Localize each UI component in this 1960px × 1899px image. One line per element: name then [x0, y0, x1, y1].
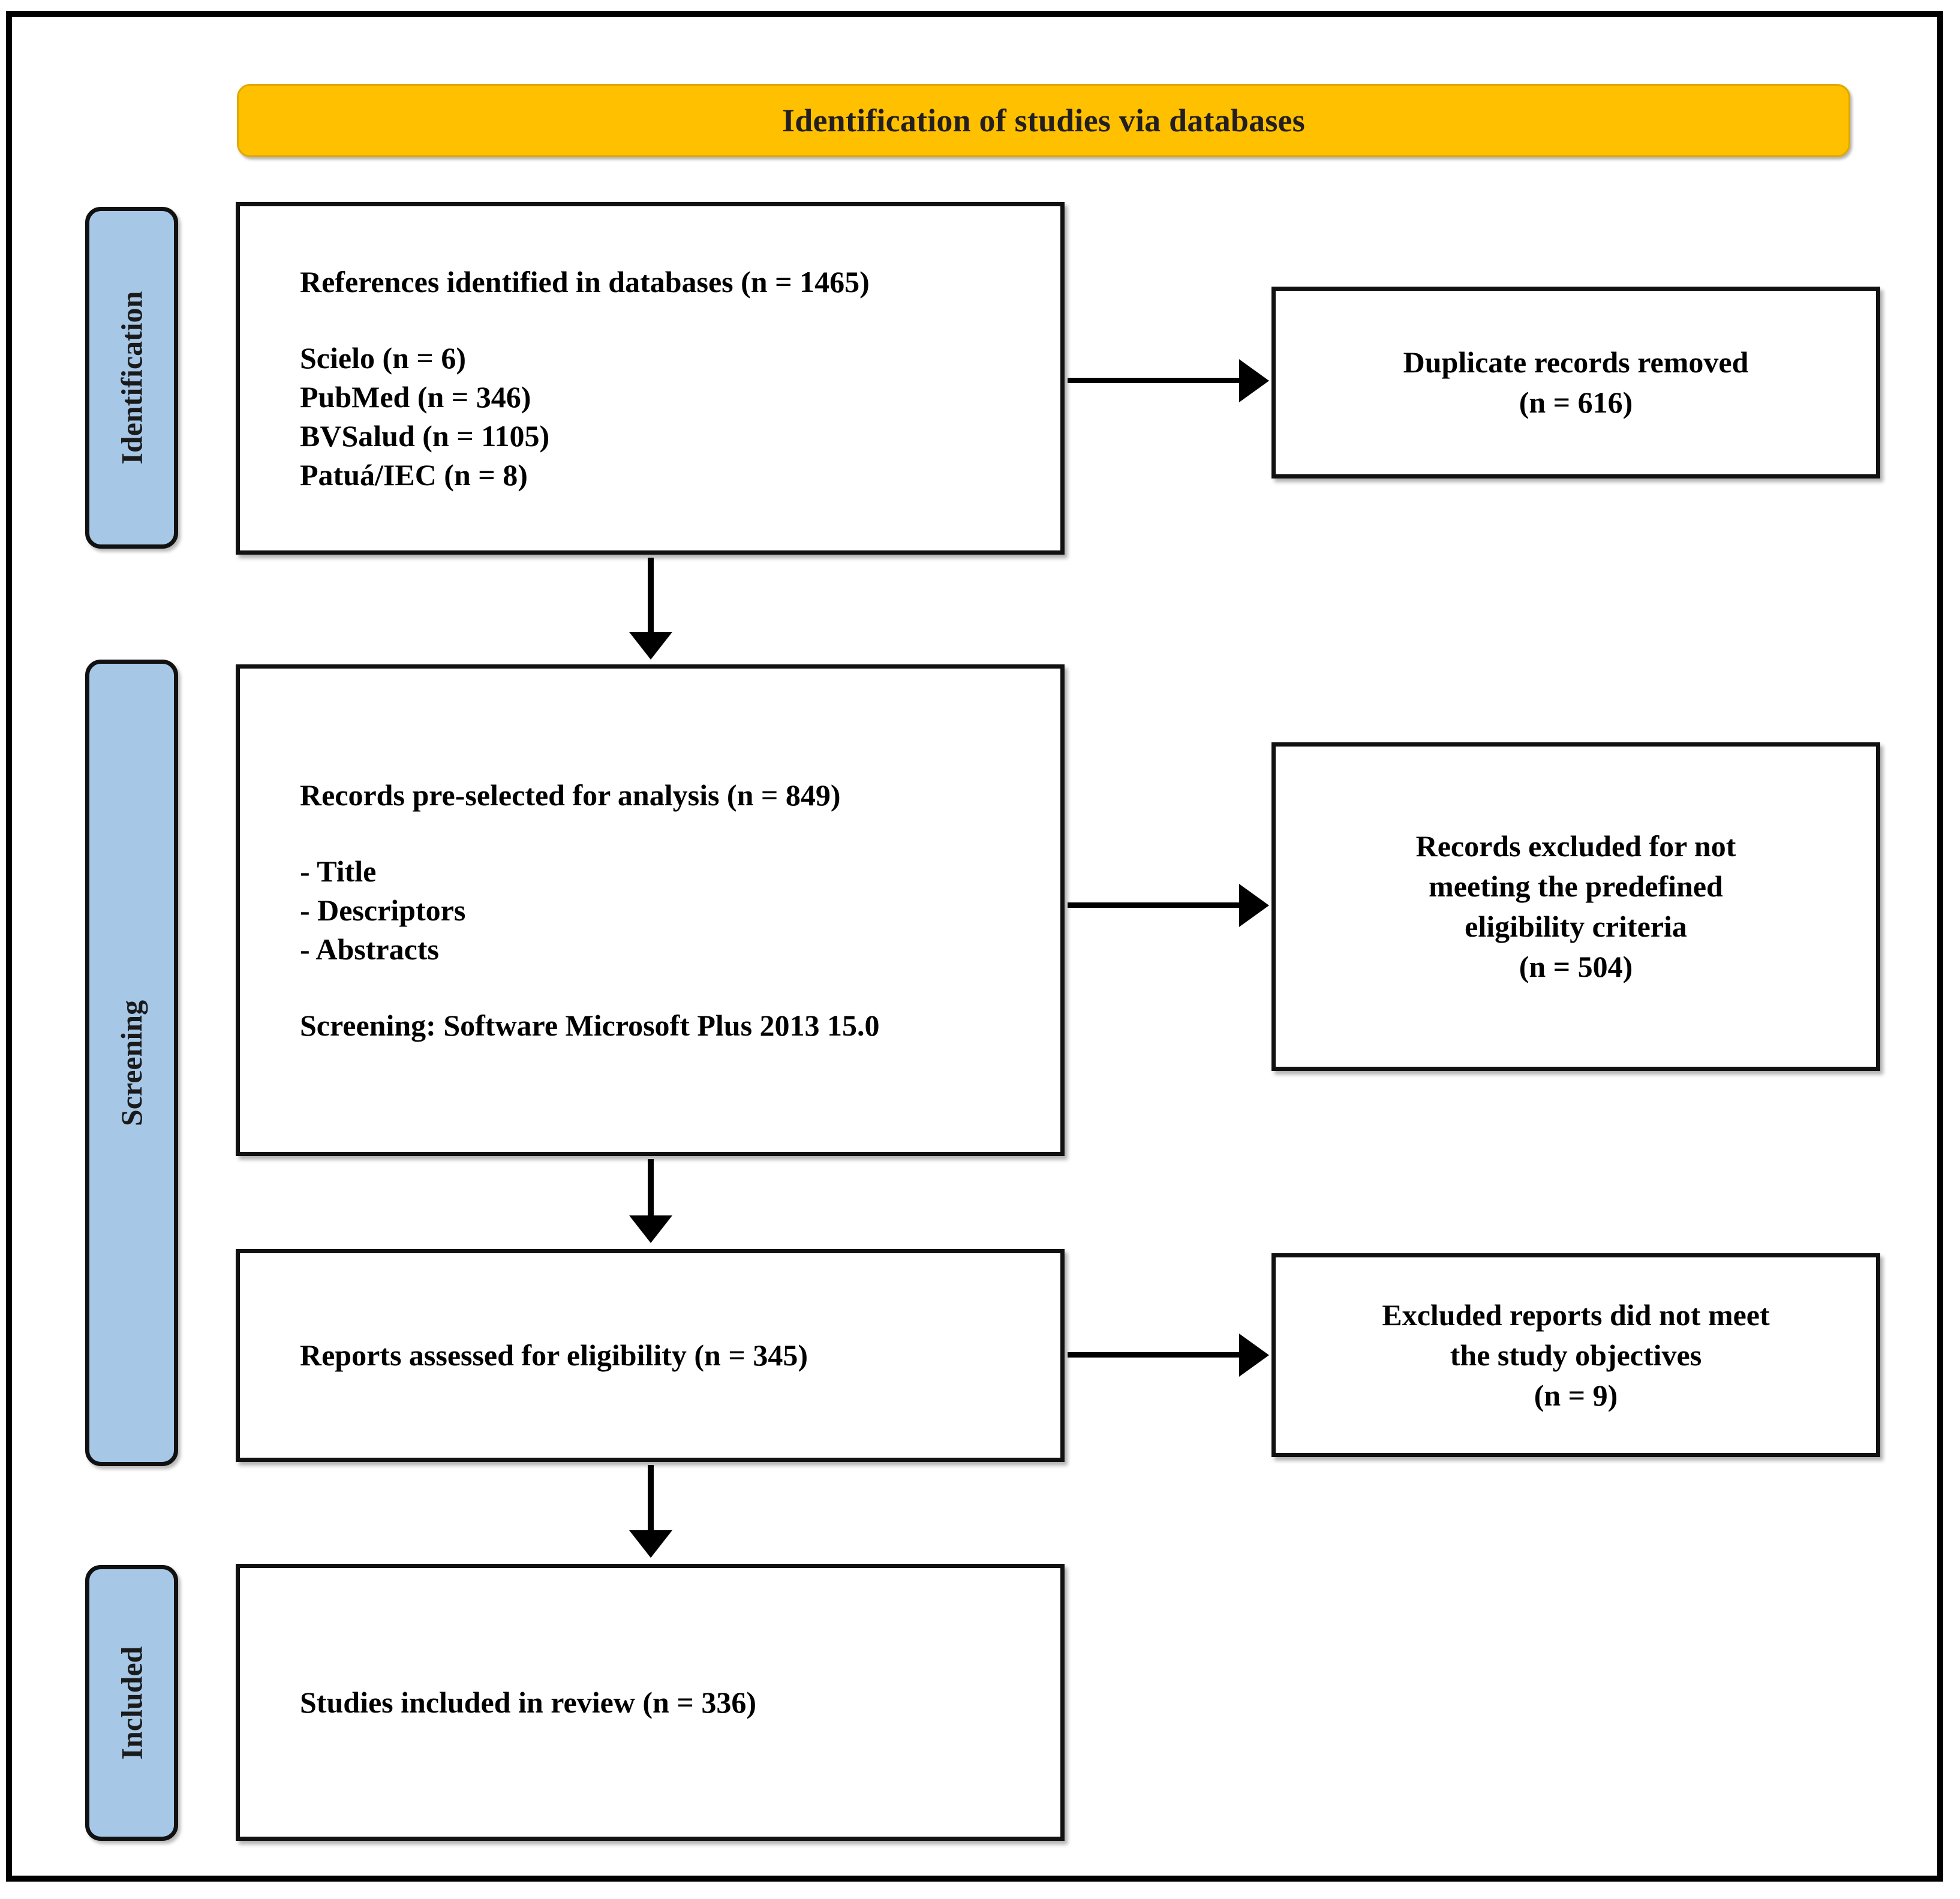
duplicates-removed-line1: Duplicate records removed [1403, 345, 1749, 379]
spacer [300, 302, 1060, 339]
excluded-eligibility-line2: the study objectives [1450, 1338, 1702, 1372]
header-banner: Identification of studies via databases [237, 84, 1850, 157]
arrow-to-excluded-eligibility [1068, 1352, 1241, 1358]
box-excluded-reports-eligibility: Excluded reports did not meet the study … [1271, 1253, 1880, 1457]
arrow-identification-to-screening [648, 558, 654, 636]
box-reports-assessed-eligibility: Reports assessed for eligibility (n = 34… [236, 1249, 1065, 1462]
criterion-descriptors: - Descriptors [300, 893, 466, 927]
box-duplicate-records-removed: Duplicate records removed (n = 616) [1271, 287, 1880, 478]
source-scielo: Scielo (n = 6) [300, 341, 467, 375]
criterion-abstracts: - Abstracts [300, 932, 439, 966]
source-bvsalud: BVSalud (n = 1105) [300, 419, 550, 453]
stage-tab-identification-label: Identification [115, 291, 149, 465]
duplicates-removed-count: (n = 616) [1519, 386, 1633, 419]
stage-tab-identification: Identification [85, 207, 178, 549]
source-pubmed: PubMed (n = 346) [300, 380, 531, 414]
records-preselected-heading: Records pre-selected for analysis (n = 8… [300, 778, 841, 812]
arrow-screening-to-eligibility [648, 1159, 654, 1219]
screening-software: Screening: Software Microsoft Plus 2013 … [300, 1008, 880, 1042]
spacer [300, 969, 1060, 1006]
stage-tab-included-label: Included [115, 1646, 149, 1760]
header-title: Identification of studies via databases [782, 103, 1305, 139]
criterion-title: - Title [300, 854, 377, 888]
excluded-eligibility-line1: Excluded reports did not meet [1382, 1298, 1770, 1332]
box-records-preselected: Records pre-selected for analysis (n = 8… [236, 664, 1065, 1156]
reports-assessed-heading: Reports assessed for eligibility (n = 34… [300, 1338, 808, 1372]
box-records-excluded-screening: Records excluded for not meeting the pre… [1271, 742, 1880, 1071]
excluded-screening-line3: eligibility criteria [1465, 910, 1687, 943]
stage-tab-included: Included [85, 1565, 178, 1841]
records-identified-heading: References identified in databases (n = … [300, 264, 870, 299]
box-studies-included: Studies included in review (n = 336) [236, 1564, 1065, 1841]
box-records-identified: References identified in databases (n = … [236, 202, 1065, 555]
source-patua-iec: Patuá/IEC (n = 8) [300, 458, 528, 492]
spacer [300, 815, 1060, 852]
arrow-eligibility-to-included [648, 1465, 654, 1534]
stage-tab-screening-label: Screening [115, 1000, 149, 1126]
studies-included-heading: Studies included in review (n = 336) [300, 1685, 756, 1719]
stage-tab-screening: Screening [85, 660, 178, 1466]
excluded-screening-line2: meeting the predefined [1429, 869, 1723, 903]
arrow-to-excluded-screening [1068, 902, 1241, 908]
excluded-screening-count: (n = 504) [1519, 950, 1633, 983]
arrow-to-duplicates-removed [1068, 378, 1241, 383]
excluded-screening-line1: Records excluded for not [1415, 829, 1736, 863]
excluded-eligibility-count: (n = 9) [1534, 1378, 1618, 1412]
